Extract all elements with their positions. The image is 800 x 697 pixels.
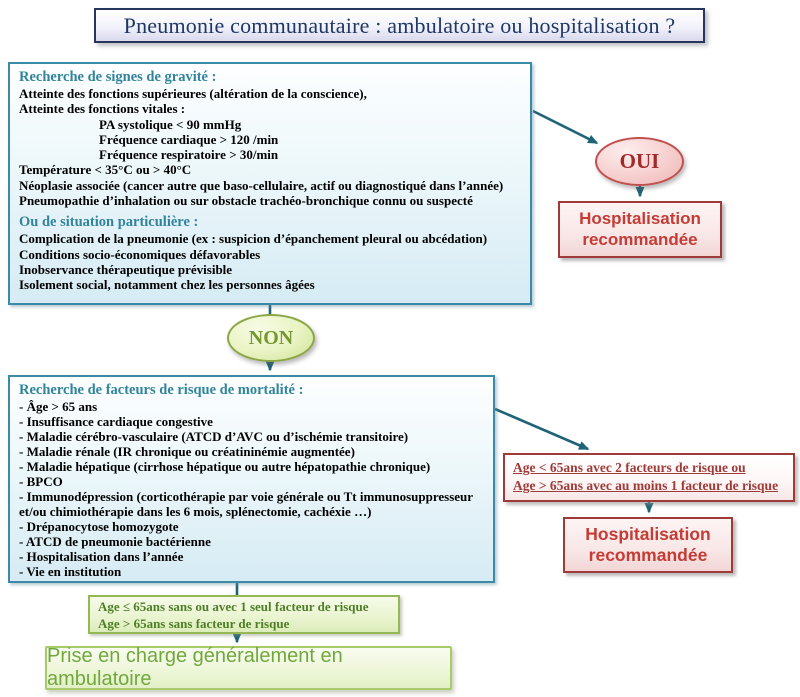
severity-criteria-box: Recherche de signes de gravité : Atteint… [8,62,532,305]
severity-line: Fréquence cardiaque > 120 /min [99,131,279,147]
mortality-line: - Insuffisance cardiaque congestive [19,414,213,429]
page-title-text: Pneumonie communautaire : ambulatoire ou… [123,12,676,38]
hosp2-line: Hospitalisation [585,523,711,544]
mortality-line: - Hospitalisation dans l’année [19,549,184,564]
severity-line: Pneumopathie d’inhalation ou sur obstacl… [19,193,473,209]
non-label: NON [248,326,294,349]
severity-line: Inobservance thérapeutique prévisible [19,261,233,277]
severity-line: Conditions socio-économiques défavorable… [19,246,261,262]
hospitalisation-recommended-box-2: Hospitalisation recommandée [563,517,733,573]
oui-decision-oval: OUI [595,137,684,186]
mortality-line: - Maladie cérébro-vasculaire (ATCD d’AVC… [19,429,409,444]
non-decision-oval: NON [227,314,315,362]
green-criteria-line: Age > 65ans sans facteur de risque [98,615,290,631]
severity-line: Atteinte des fonctions vitales : [19,101,186,117]
arrow-mortality-to-redcriteria [494,407,590,451]
green-criteria-line: Age ≤ 65ans sans ou avec 1 seul facteur … [98,599,369,614]
ambulatory-label: Prise en charge généralement en ambulato… [47,645,343,690]
ambulatory-risk-criteria-box: Age ≤ 65ans sans ou avec 1 seul facteur … [88,595,400,634]
mortality-line: et/ou chimiothérapie dans les 6 mois, sp… [19,504,372,519]
ambulatory-care-box: Prise en charge généralement en ambulato… [45,645,452,690]
oui-label: OUI [619,149,660,173]
hospitalisation-risk-criteria-box: Age < 65ans avec 2 facteurs de risque ou… [503,453,795,502]
arrow-severity-to-oui [532,109,599,145]
severity-line: Température < 35°C ou > 40°C [19,162,192,178]
mortality-line: - Maladie rénale (IR chronique ou créati… [19,444,355,459]
severity-heading: Recherche de signes de gravité : [19,69,217,85]
mortality-line: - Âge > 65 ans [19,399,98,414]
mortality-line: - Drépanocytose homozygote [19,519,179,534]
hosp1-line: Hospitalisation [579,208,701,228]
page-title: Pneumonie communautaire : ambulatoire ou… [94,8,705,43]
mortality-line: - Immunodépression (corticothérapie par … [19,489,474,504]
mortality-line: - BPCO [19,474,63,489]
mortality-line: - Maladie hépatique (cirrhose hépatique … [19,459,431,474]
mortality-heading: Recherche de facteurs de risque de morta… [19,382,304,398]
mortality-line: - Vie en institution [19,564,122,579]
mortality-risk-factors-box: Recherche de facteurs de risque de morta… [8,375,495,583]
severity-line: PA systolique < 90 mmHg [99,116,242,132]
severity-line: Fréquence respiratoire > 30/min [99,147,279,163]
severity-line: Complication de la pneumonie (ex : suspi… [19,231,488,247]
hospitalisation-recommended-box-1: Hospitalisation recommandée [558,201,722,258]
particular-situation-heading: Ou de situation particulière : [19,214,199,231]
mortality-line: - ATCD de pneumonie bactérienne [19,534,211,549]
hosp1-line: recommandée [582,229,698,249]
severity-line: Néoplasie associée (cancer autre que bas… [19,177,504,193]
red-criteria-line: Age < 65ans avec 2 facteurs de risque ou [513,460,746,475]
severity-line: Isolement social, notamment chez les per… [19,277,315,293]
hosp2-line: recommandée [588,545,708,565]
severity-line: Atteinte des fonctions supérieures (alté… [19,86,367,101]
red-criteria-line: Age > 65ans avec au moins 1 facteur de r… [513,478,779,493]
